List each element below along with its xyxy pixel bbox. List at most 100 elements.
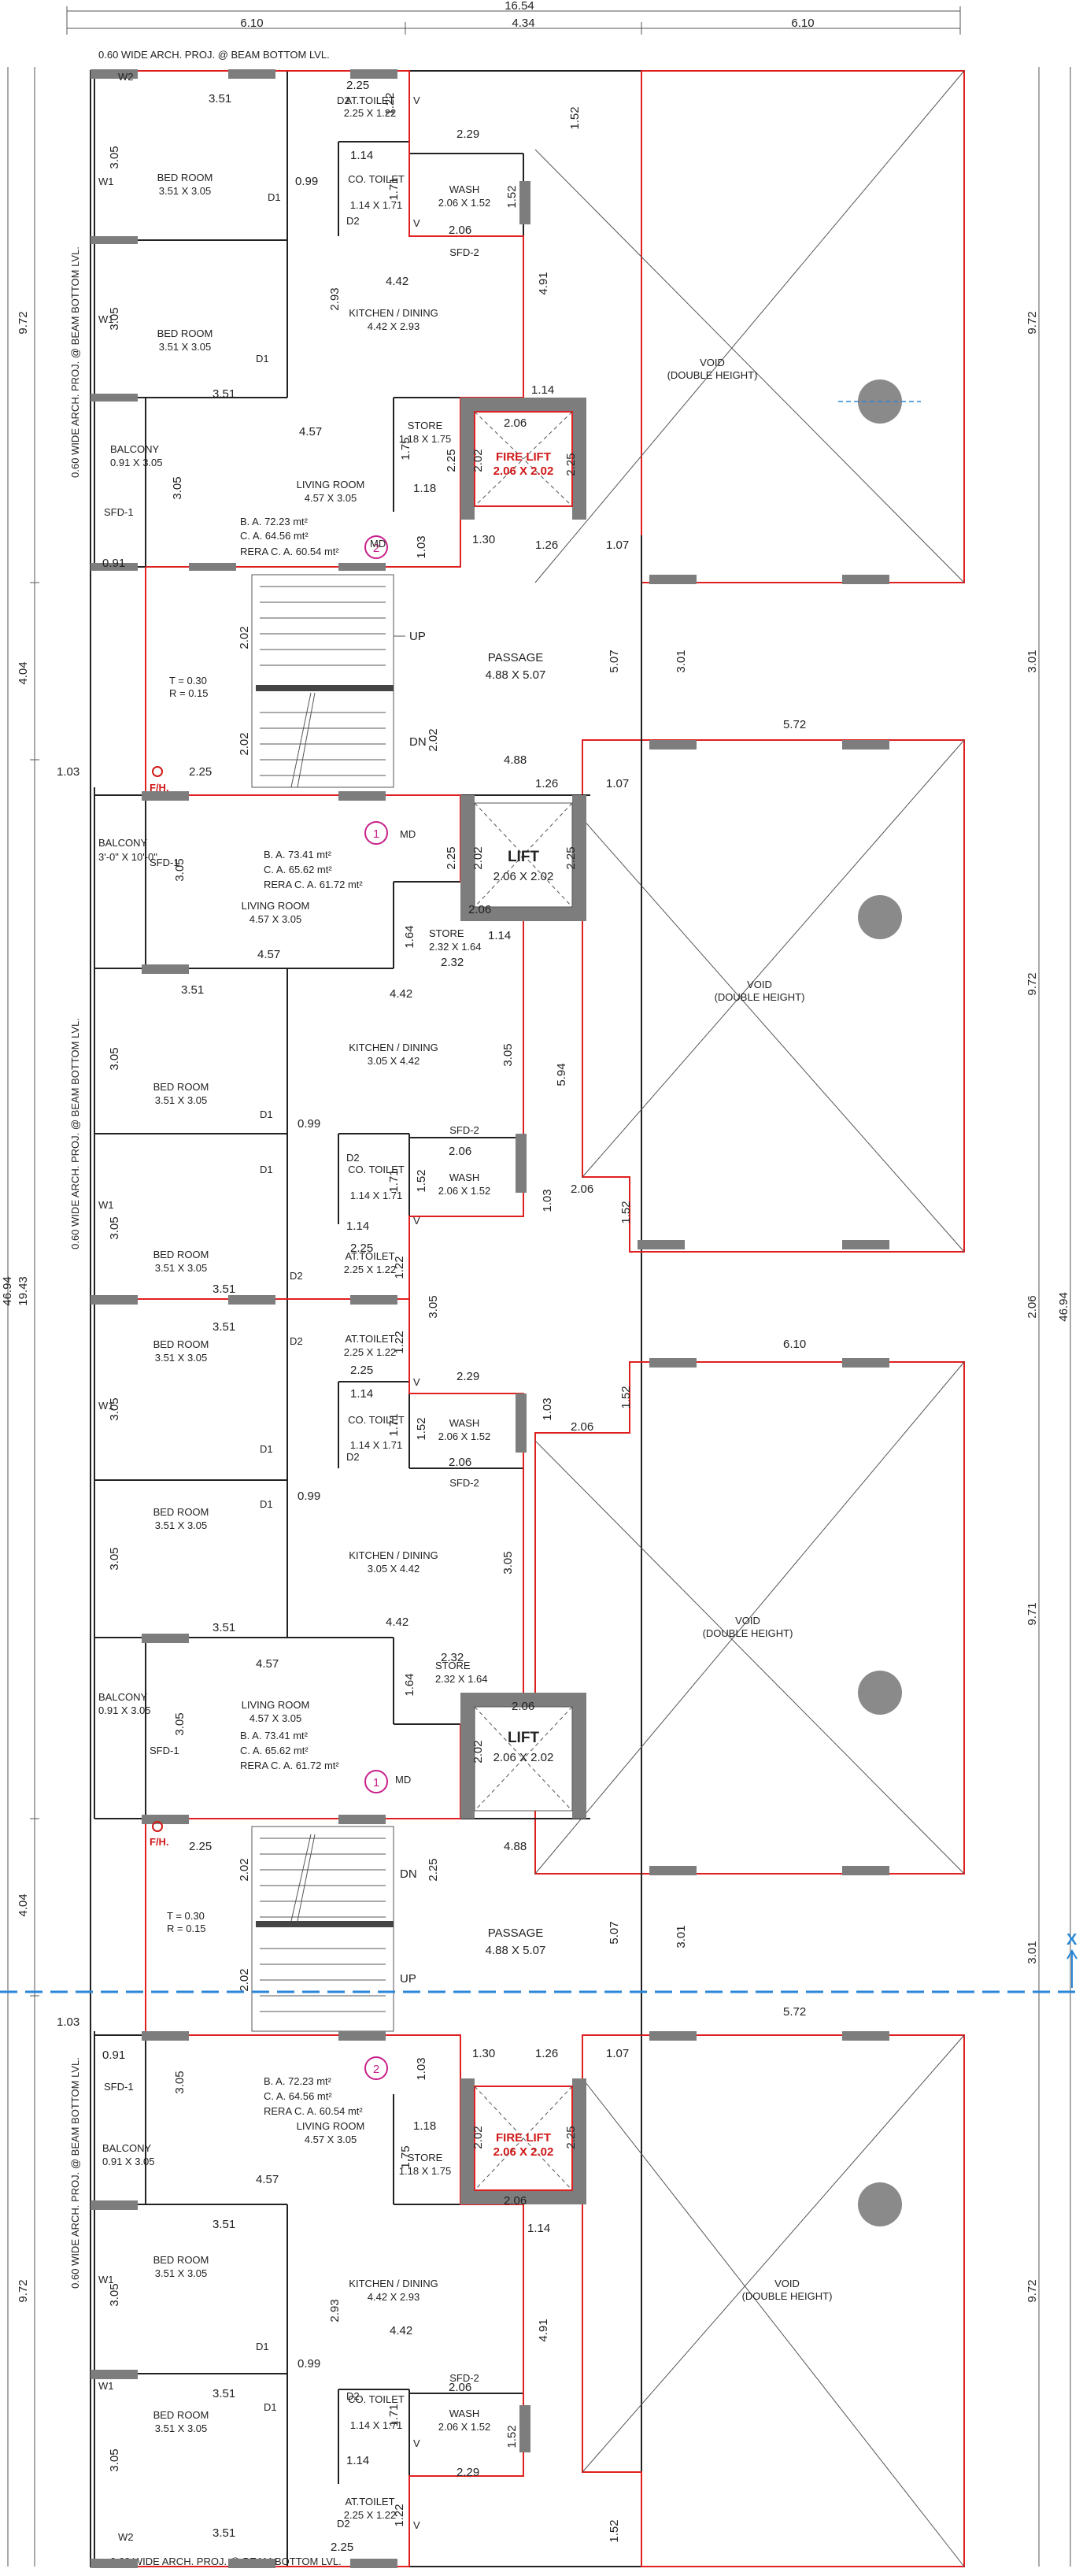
dim-a-442: 4.42	[386, 275, 408, 288]
void-label-1: VOID	[700, 357, 725, 368]
dim-b-114: 1.14	[488, 929, 511, 942]
bedroom-a1: BED ROOM	[157, 172, 213, 183]
dim-top-mid: 4.34	[512, 17, 534, 30]
window-w1-a: W1	[98, 176, 114, 187]
co-toilet-c-size: 1.14 X 1.71	[350, 1439, 403, 1451]
dim-a-351: 3.51	[209, 92, 231, 105]
dim-right-972-c: 9.72	[1026, 2279, 1039, 2302]
dim-c-351b: 3.51	[213, 1621, 235, 1634]
dim-a-229: 2.29	[456, 128, 479, 141]
kitchen-a: KITCHEN / DINING	[349, 307, 438, 319]
dim-b-099: 0.99	[298, 1117, 320, 1131]
dim-p2-507: 5.07	[608, 1921, 621, 1944]
dim-d-206: 2.06	[504, 2194, 527, 2208]
dim-c-305b: 3.05	[108, 1547, 121, 1570]
dim-c-351: 3.51	[213, 1320, 235, 1334]
dim-p2-202: 2.02	[238, 1858, 251, 1881]
dim-p2-202b: 2.02	[238, 1968, 251, 1991]
dim-d-457: 4.57	[256, 2173, 279, 2186]
dim-a-457: 4.57	[299, 425, 322, 439]
dim-b-232: 2.32	[441, 956, 464, 969]
unit-badge-d: 2	[373, 2063, 379, 2076]
dim-a-305c: 3.05	[171, 476, 184, 499]
dim-b-442: 4.42	[390, 987, 412, 1001]
dim-right-301-a: 3.01	[1026, 650, 1039, 672]
grid-axis-label: X	[1066, 1931, 1077, 1949]
dim-c-206c: 2.06	[571, 1420, 593, 1434]
dim-b-305d: 3.05	[501, 1043, 515, 1066]
dim-a-202: 2.02	[471, 449, 485, 472]
dim-d-491: 4.91	[537, 2319, 550, 2341]
bedroom-d1: BED ROOM	[153, 2254, 209, 2266]
dim-p2-225: 2.25	[189, 1840, 212, 1853]
window-w1-c: W1	[98, 1400, 114, 1412]
vent-v-c: V	[413, 1376, 420, 1388]
sfd2-b: SFD-2	[449, 1124, 479, 1136]
at-toilet-a: AT.TOILET	[345, 94, 394, 106]
wash-d: WASH	[449, 2408, 480, 2419]
stair-note-r-1: R = 0.15	[169, 687, 209, 699]
door-d2-c1: D2	[290, 1335, 303, 1347]
dim-b-305b: 3.05	[108, 1047, 121, 1070]
dim-right-total: 46.94	[1057, 1292, 1070, 1322]
fire-lift-size-1: 2.06 X 2.02	[493, 464, 554, 478]
dim-c-442: 4.42	[386, 1616, 408, 1629]
fire-lift-label-2: FIRE LIFT	[496, 2131, 551, 2145]
door-d1-d1: D1	[264, 2401, 277, 2413]
vent-v-d2: V	[413, 2519, 420, 2531]
dim-d-099: 0.99	[298, 2357, 320, 2371]
dim-c-232: 2.32	[441, 1651, 464, 1664]
dim-b-103: 1.03	[541, 1189, 554, 1212]
dim-d-103: 1.03	[415, 2057, 428, 2080]
dim-d-126: 1.26	[535, 2047, 558, 2060]
at-toilet-d-size: 2.25 X 1.22	[344, 2509, 397, 2521]
dim-left-total: 46.94	[1, 1276, 14, 1306]
dim-a-305b: 3.05	[108, 307, 121, 330]
kitchen-b-size: 3.05 X 4.42	[368, 1055, 420, 1067]
balcony-a-size: 0.91 X 3.05	[110, 457, 163, 468]
dim-right-206: 2.06	[1026, 1295, 1039, 1318]
dim-b-225b: 2.25	[445, 846, 458, 869]
bedroom-b2: BED ROOM	[153, 1249, 209, 1260]
dim-left-404-a: 4.04	[17, 661, 30, 684]
vent-v-a1: V	[413, 94, 420, 106]
sfd1-b: SFD-1	[150, 857, 179, 868]
dim-right-301-b: 3.01	[1026, 1941, 1039, 1963]
dim-p1-488: 4.88	[504, 753, 527, 767]
door-d1-b2: D1	[260, 1164, 273, 1175]
dim-c-206: 2.06	[449, 1456, 471, 1469]
unit-b: 1 MD B. A. 73.41 mt² C. A. 65.62 mt² RER…	[98, 821, 633, 1319]
void-label-2: VOID	[747, 979, 772, 990]
vent-v-b: V	[413, 1215, 420, 1227]
ba-d: B. A. 72.23 mt²	[264, 2075, 332, 2087]
void-sub-3: (DOUBLE HEIGHT)	[703, 1627, 793, 1639]
balcony-d-size: 0.91 X 3.05	[102, 2156, 155, 2167]
sfd2-d: SFD-2	[449, 2372, 479, 2384]
dim-c-305c: 3.05	[173, 1712, 187, 1735]
door-d2-a2: D2	[346, 215, 360, 227]
bedroom-d1-size: 3.51 X 3.05	[155, 2267, 208, 2279]
void-area-2: VOID (DOUBLE HEIGHT)	[582, 739, 965, 1253]
dim-p1-225: 2.25	[189, 765, 212, 779]
dim-p1-202b: 2.02	[238, 626, 251, 649]
store-b-size: 2.32 X 1.64	[429, 941, 482, 953]
dim-d-114: 1.14	[527, 2222, 550, 2235]
fire-lift-size-2: 2.06 X 2.02	[493, 2145, 554, 2159]
store-a: STORE	[408, 420, 443, 431]
stair-up-1: UP	[409, 630, 426, 643]
dim-b-152: 1.52	[415, 1169, 428, 1192]
co-toilet-a-size: 1.14 X 1.71	[350, 199, 403, 211]
dim-b-351: 3.51	[181, 983, 204, 997]
dim-b-206b: 2.06	[449, 1145, 471, 1158]
dim-a-225: 2.25	[346, 79, 369, 92]
stair-note-t-1: T = 0.30	[169, 675, 207, 687]
bedroom-c1-size: 3.51 X 3.05	[155, 1352, 208, 1364]
dim-d-305c: 3.05	[108, 2448, 121, 2471]
dim-a-114b: 1.14	[531, 383, 554, 397]
store-c-size: 2.32 X 1.64	[435, 1673, 488, 1685]
fire-hydrant-2: F/H.	[150, 1836, 169, 1848]
door-d2-d2: D2	[337, 2518, 350, 2530]
at-toilet-d: AT.TOILET	[345, 2496, 394, 2508]
dim-c-610: 6.10	[783, 1338, 806, 1351]
unit-d: 0.91 2 B. A. 72.23 mt² C. A. 64.56 mt² R…	[98, 71, 629, 2554]
